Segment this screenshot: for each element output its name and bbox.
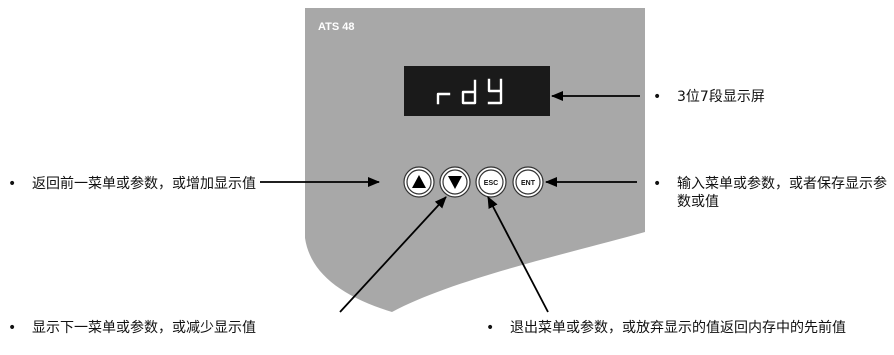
bullet-icon: •: [486, 320, 495, 336]
display-char-y: [487, 78, 503, 105]
bullet-icon: •: [653, 176, 662, 192]
model-label: ATS 48: [318, 21, 354, 33]
up-button[interactable]: [403, 166, 435, 198]
esc-key-callout: • 退出菜单或参数，或放弃显示的值返回内存中的先前值: [486, 319, 886, 337]
enter-key-callout: • 输入菜单或参数，或者保存显示参数或值: [653, 175, 888, 211]
esc-button[interactable]: ESC: [475, 166, 507, 198]
display-description: 3位7段显示屏: [677, 89, 765, 105]
seven-segment-display: [404, 66, 550, 116]
bullet-icon: •: [8, 320, 17, 336]
down-button[interactable]: [439, 166, 471, 198]
esc-key-description: 退出菜单或参数，或放弃显示的值返回内存中的先前值: [510, 320, 846, 336]
up-triangle-icon: [412, 175, 426, 188]
down-key-callout: • 显示下一菜单或参数，或减少显示值: [8, 319, 368, 337]
display-callout: • 3位7段显示屏: [653, 88, 873, 106]
device-panel: [305, 8, 645, 312]
ent-button[interactable]: ENT: [512, 166, 544, 198]
ent-key-label: ENT: [521, 180, 536, 187]
up-key-description: 返回前一菜单或参数，或增加显示值: [32, 176, 256, 192]
bullet-icon: •: [653, 89, 662, 105]
display-readout: [436, 78, 503, 105]
enter-key-description: 输入菜单或参数，或者保存显示参数或值: [677, 176, 887, 210]
esc-key-leader-arrow: [487, 196, 549, 313]
display-char-r: [436, 92, 451, 105]
bullet-icon: •: [8, 176, 17, 192]
down-triangle-icon: [448, 176, 462, 189]
esc-key-label: ESC: [484, 180, 498, 187]
display-char-d: [461, 79, 477, 105]
down-key-leader-arrow: [339, 196, 447, 313]
down-key-description: 显示下一菜单或参数，或减少显示值: [32, 320, 256, 336]
up-key-callout: • 返回前一菜单或参数，或增加显示值: [8, 175, 258, 193]
